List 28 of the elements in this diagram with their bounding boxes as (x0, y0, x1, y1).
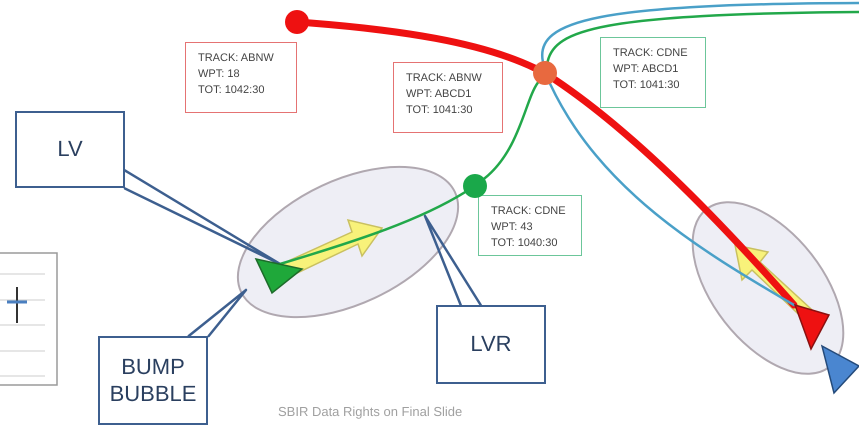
callout-label: LV (15, 111, 125, 188)
callout-label: LVR (436, 305, 546, 384)
track-line (306, 19, 538, 72)
track-info-text: TOT: 1042:30 (198, 82, 266, 98)
track-info-text: TRACK: CDNE (491, 204, 567, 219)
track-info-text: WPT: ABCD1 (613, 62, 680, 77)
track-info-text: WPT: ABCD1 (406, 86, 472, 102)
leader-line (424, 214, 482, 306)
footer-note: SBIR Data Rights on Final Slide (278, 404, 462, 419)
track-line (546, 10, 859, 63)
track-info-box (393, 62, 503, 133)
callout-label: BUMP BUBBLE (98, 336, 208, 425)
track-info-text: TRACK: ABNW (198, 51, 275, 66)
track-info-box (600, 37, 706, 108)
track-info-text: TOT: 1041:30 (613, 78, 680, 93)
track-info-box (478, 195, 582, 256)
leader-line (187, 288, 248, 338)
track-info-text: WPT: 18 (198, 66, 241, 82)
track-info-text: TOT: 1040:30 (491, 236, 558, 251)
track-line (483, 81, 540, 180)
track-info-text: TRACK: ABNW (406, 71, 483, 86)
track-line (541, 2, 859, 62)
track-info-text: TOT: 1041:30 (406, 102, 474, 118)
leader-line (124, 169, 282, 266)
track-line (278, 191, 466, 266)
track-info-box (185, 42, 297, 113)
track-info-text: TRACK: CDNE (613, 46, 689, 61)
track-info-text: WPT: 43 (491, 220, 534, 235)
